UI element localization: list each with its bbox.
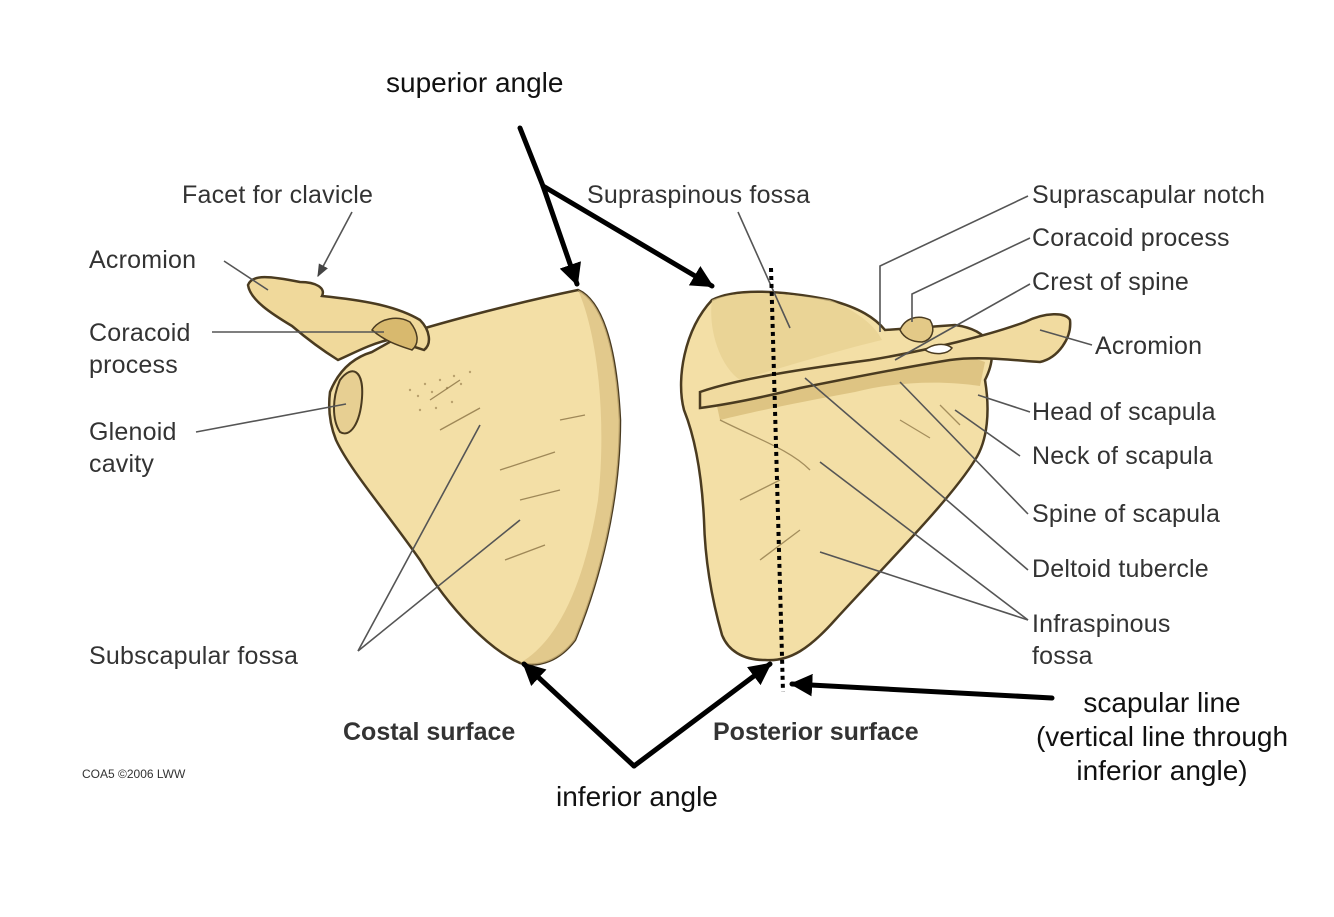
coracoid-left-label-line2: process xyxy=(89,351,178,379)
neck-of-scapula-label: Neck of scapula xyxy=(1032,442,1213,470)
costal-surface-caption: Costal surface xyxy=(343,718,516,746)
scapular-line-label-line1: scapular line xyxy=(1083,687,1241,718)
leader-supraspinous xyxy=(737,211,791,329)
leader-glenoid xyxy=(195,403,347,433)
spine-of-scapula-label: Spine of scapula xyxy=(1032,500,1221,528)
coracoid-process-right-label: Coracoid process xyxy=(1032,224,1230,252)
posterior-spine-shadow xyxy=(714,355,985,420)
supraspinous-fossa-label: Supraspinous fossa xyxy=(587,181,811,209)
leader-head-of-scapula xyxy=(977,394,1031,413)
leader-subscapular-2 xyxy=(357,519,521,652)
crest-of-spine-label: Crest of spine xyxy=(1032,268,1190,296)
leader-acromion-left xyxy=(223,260,269,291)
facet-for-clavicle-label: Facet for clavicle xyxy=(182,181,374,209)
posterior-surface-caption: Posterior surface xyxy=(713,718,919,746)
glenoid-label-line1: Glenoid xyxy=(89,418,177,446)
glenoid-label-line2: cavity xyxy=(89,450,155,478)
leader-suprascapular-notch xyxy=(879,195,1029,332)
annotation-arrows xyxy=(517,125,1055,769)
leader-acromion-right xyxy=(1039,329,1093,346)
leader-infraspinous-1 xyxy=(819,461,1029,621)
inferior-arrow-right xyxy=(631,661,773,769)
copyright-notice: COA5 ©2006 LWW xyxy=(82,767,186,781)
acromion-right-label: Acromion xyxy=(1095,332,1203,360)
scapular-line-dotted xyxy=(769,267,785,693)
infraspinous-label-line2: fossa xyxy=(1032,642,1093,670)
inferior-angle-label: inferior angle xyxy=(556,781,718,812)
leader-infraspinous-2 xyxy=(819,551,1029,621)
leader-subscapular-1 xyxy=(357,424,481,652)
inferior-arrow-left xyxy=(521,661,637,769)
costal-acromion xyxy=(246,275,431,362)
costal-scapula xyxy=(246,275,622,666)
superior-arrow-stem xyxy=(517,125,546,189)
leader-spine-of-scapula xyxy=(899,381,1029,515)
costal-coracoid xyxy=(371,317,418,351)
infraspinous-label-line1: Infraspinous xyxy=(1032,610,1171,638)
superior-arrow-left xyxy=(540,183,581,287)
scapular-line-arrow xyxy=(789,673,1055,701)
posterior-notch-gap xyxy=(923,343,953,355)
leader-neck-of-scapula xyxy=(954,409,1021,457)
posterior-supraspinous-fossa-shadow xyxy=(711,293,882,380)
posterior-spine-of-scapula xyxy=(698,313,1072,410)
scapular-line-label-line2: (vertical line through xyxy=(1035,721,1289,752)
costal-shadow-lateral xyxy=(520,290,620,665)
costal-glenoid xyxy=(333,370,364,435)
subscapular-fossa-label: Subscapular fossa xyxy=(89,642,299,670)
leader-deltoid-tubercle xyxy=(804,377,1029,571)
leader-coracoid-right xyxy=(911,237,1031,322)
superior-arrow-right xyxy=(540,183,715,289)
leader-crest-of-spine xyxy=(894,283,1031,361)
posterior-scapula xyxy=(679,290,1072,662)
head-of-scapula-label: Head of scapula xyxy=(1032,398,1216,426)
leader-facet-for-clavicle xyxy=(317,211,353,278)
scapular-line-label-line3: inferior angle) xyxy=(1076,755,1248,786)
leader-lines xyxy=(195,195,1093,652)
acromion-left-label: Acromion xyxy=(89,246,197,274)
superior-angle-label: superior angle xyxy=(386,67,564,98)
suprascapular-notch-label: Suprascapular notch xyxy=(1032,181,1266,209)
deltoid-tubercle-label: Deltoid tubercle xyxy=(1032,555,1209,583)
coracoid-left-label-line1: Coracoid xyxy=(89,319,191,347)
